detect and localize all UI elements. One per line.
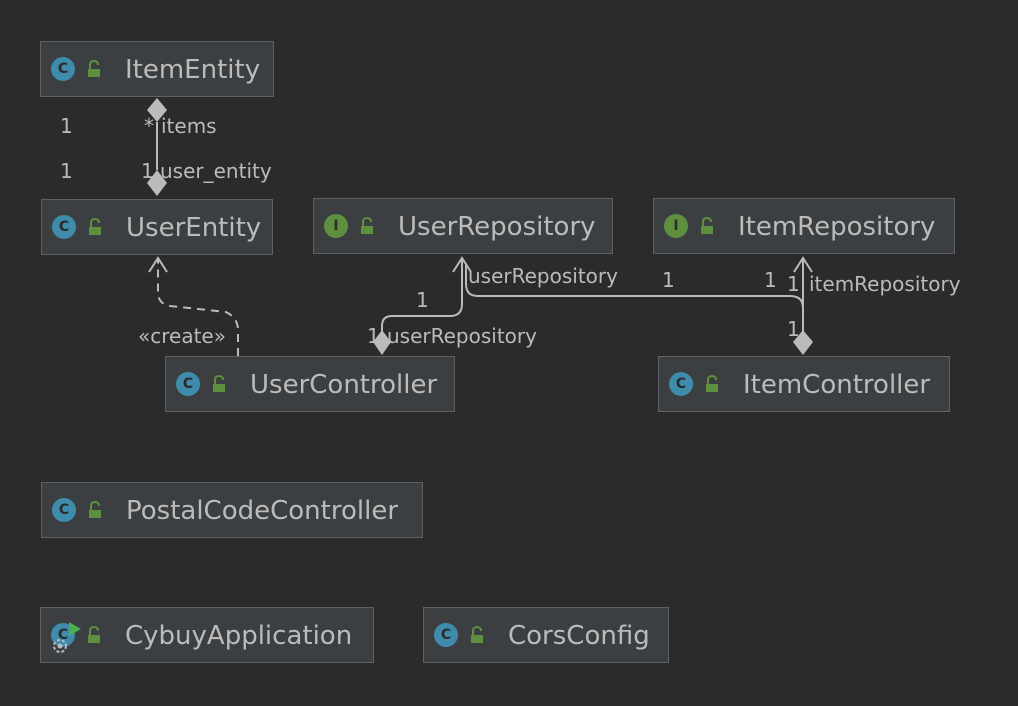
interface-badge-icon: I bbox=[324, 214, 348, 238]
multiplicity-label: 1 bbox=[60, 159, 73, 183]
open-lock-icon bbox=[471, 626, 483, 643]
open-lock-icon bbox=[88, 60, 100, 77]
role-label-user-entity: user_entity bbox=[160, 159, 272, 183]
multiplicity-label: 1 bbox=[662, 268, 675, 292]
composition-diamond-top bbox=[147, 98, 167, 122]
class-badge-icon: C bbox=[52, 498, 76, 522]
role-label-items: items bbox=[161, 114, 217, 138]
open-lock-icon bbox=[88, 626, 100, 643]
multiplicity-label: * bbox=[144, 114, 154, 138]
node-title: UserEntity bbox=[126, 213, 262, 243]
multiplicity-label: 1 bbox=[787, 317, 800, 341]
node-user-entity[interactable]: C UserEntity bbox=[41, 199, 273, 255]
class-badge-icon: C bbox=[51, 57, 75, 81]
open-lock-icon bbox=[701, 217, 713, 234]
node-item-controller[interactable]: C ItemController bbox=[658, 356, 950, 412]
aggregation-diamond-usercontroller bbox=[373, 330, 391, 355]
node-title: CybuyApplication bbox=[125, 621, 353, 651]
node-title: UserRepository bbox=[398, 212, 596, 242]
node-title: CorsConfig bbox=[508, 621, 650, 651]
edge-usercontroller-userrepository bbox=[381, 258, 463, 334]
node-cybuy-application[interactable]: C CybuyApplication bbox=[40, 607, 374, 663]
open-lock-icon bbox=[706, 375, 718, 392]
multiplicity-label: 1 bbox=[787, 272, 800, 296]
open-lock-icon bbox=[213, 375, 225, 392]
node-title: UserController bbox=[250, 370, 438, 400]
node-postal-code-controller[interactable]: C PostalCodeController bbox=[41, 482, 423, 538]
node-user-repository[interactable]: I UserRepository bbox=[313, 198, 613, 254]
multiplicity-label: 1 bbox=[416, 288, 429, 312]
node-title: PostalCodeController bbox=[126, 496, 399, 526]
interface-badge-icon: I bbox=[664, 214, 688, 238]
class-badge-icon: C bbox=[669, 372, 693, 396]
node-title: ItemEntity bbox=[125, 55, 261, 85]
node-title: ItemRepository bbox=[738, 212, 936, 242]
multiplicity-label: 1 bbox=[367, 324, 380, 348]
node-user-controller[interactable]: C UserController bbox=[165, 356, 455, 412]
stereotype-label-create: «create» bbox=[138, 324, 226, 348]
open-lock-icon bbox=[89, 218, 101, 235]
arrowhead-userrepository bbox=[452, 256, 472, 273]
node-item-entity[interactable]: C ItemEntity bbox=[40, 41, 274, 97]
open-lock-icon bbox=[361, 217, 373, 234]
arrowhead-itemrepository bbox=[793, 256, 813, 273]
class-badge-icon: C bbox=[176, 372, 200, 396]
dependency-arrowhead bbox=[148, 256, 168, 273]
composition-diamond-bottom bbox=[147, 170, 167, 196]
role-label-user-repository: userRepository bbox=[468, 264, 618, 288]
multiplicity-label: 1 bbox=[60, 114, 73, 138]
edge-create-dependency bbox=[157, 260, 239, 356]
role-label-item-repository: itemRepository bbox=[809, 272, 961, 296]
aggregation-diamond-itemcontroller bbox=[793, 330, 813, 355]
open-lock-icon bbox=[89, 501, 101, 518]
node-cors-config[interactable]: C CorsConfig bbox=[423, 607, 669, 663]
node-title: ItemController bbox=[743, 370, 931, 400]
multiplicity-label: 1 bbox=[764, 268, 777, 292]
role-label-user-repository: userRepository bbox=[387, 324, 537, 348]
class-badge-icon: C bbox=[434, 623, 458, 647]
class-badge-icon: C bbox=[52, 215, 76, 239]
spring-boot-run-icon bbox=[53, 622, 81, 653]
multiplicity-label: 1 bbox=[141, 159, 154, 183]
node-item-repository[interactable]: I ItemRepository bbox=[653, 198, 955, 254]
